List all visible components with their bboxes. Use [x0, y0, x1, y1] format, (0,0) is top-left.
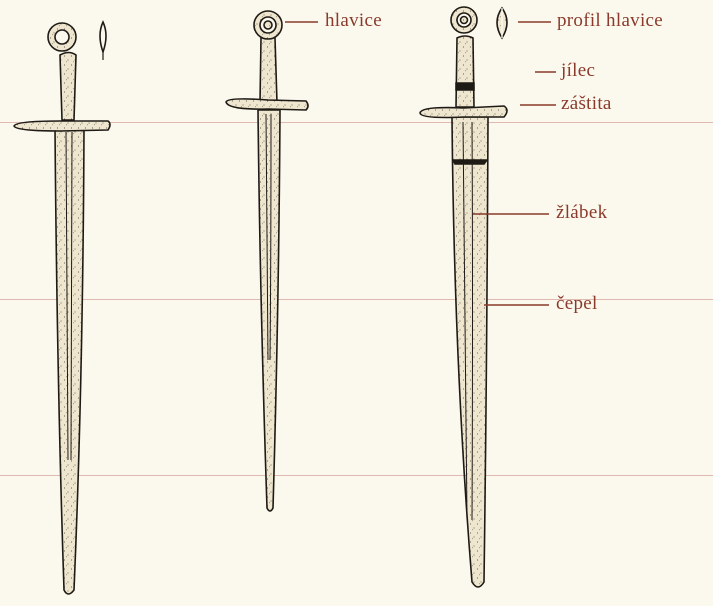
label-zlabek: žlábek — [556, 202, 607, 224]
label-zastita: záštita — [561, 93, 612, 115]
label-profil-hlavice: profil hlavice — [557, 10, 663, 32]
label-cepel: čepel — [556, 293, 598, 315]
label-jilec: jílec — [561, 60, 595, 82]
label-hlavice: hlavice — [325, 10, 382, 32]
